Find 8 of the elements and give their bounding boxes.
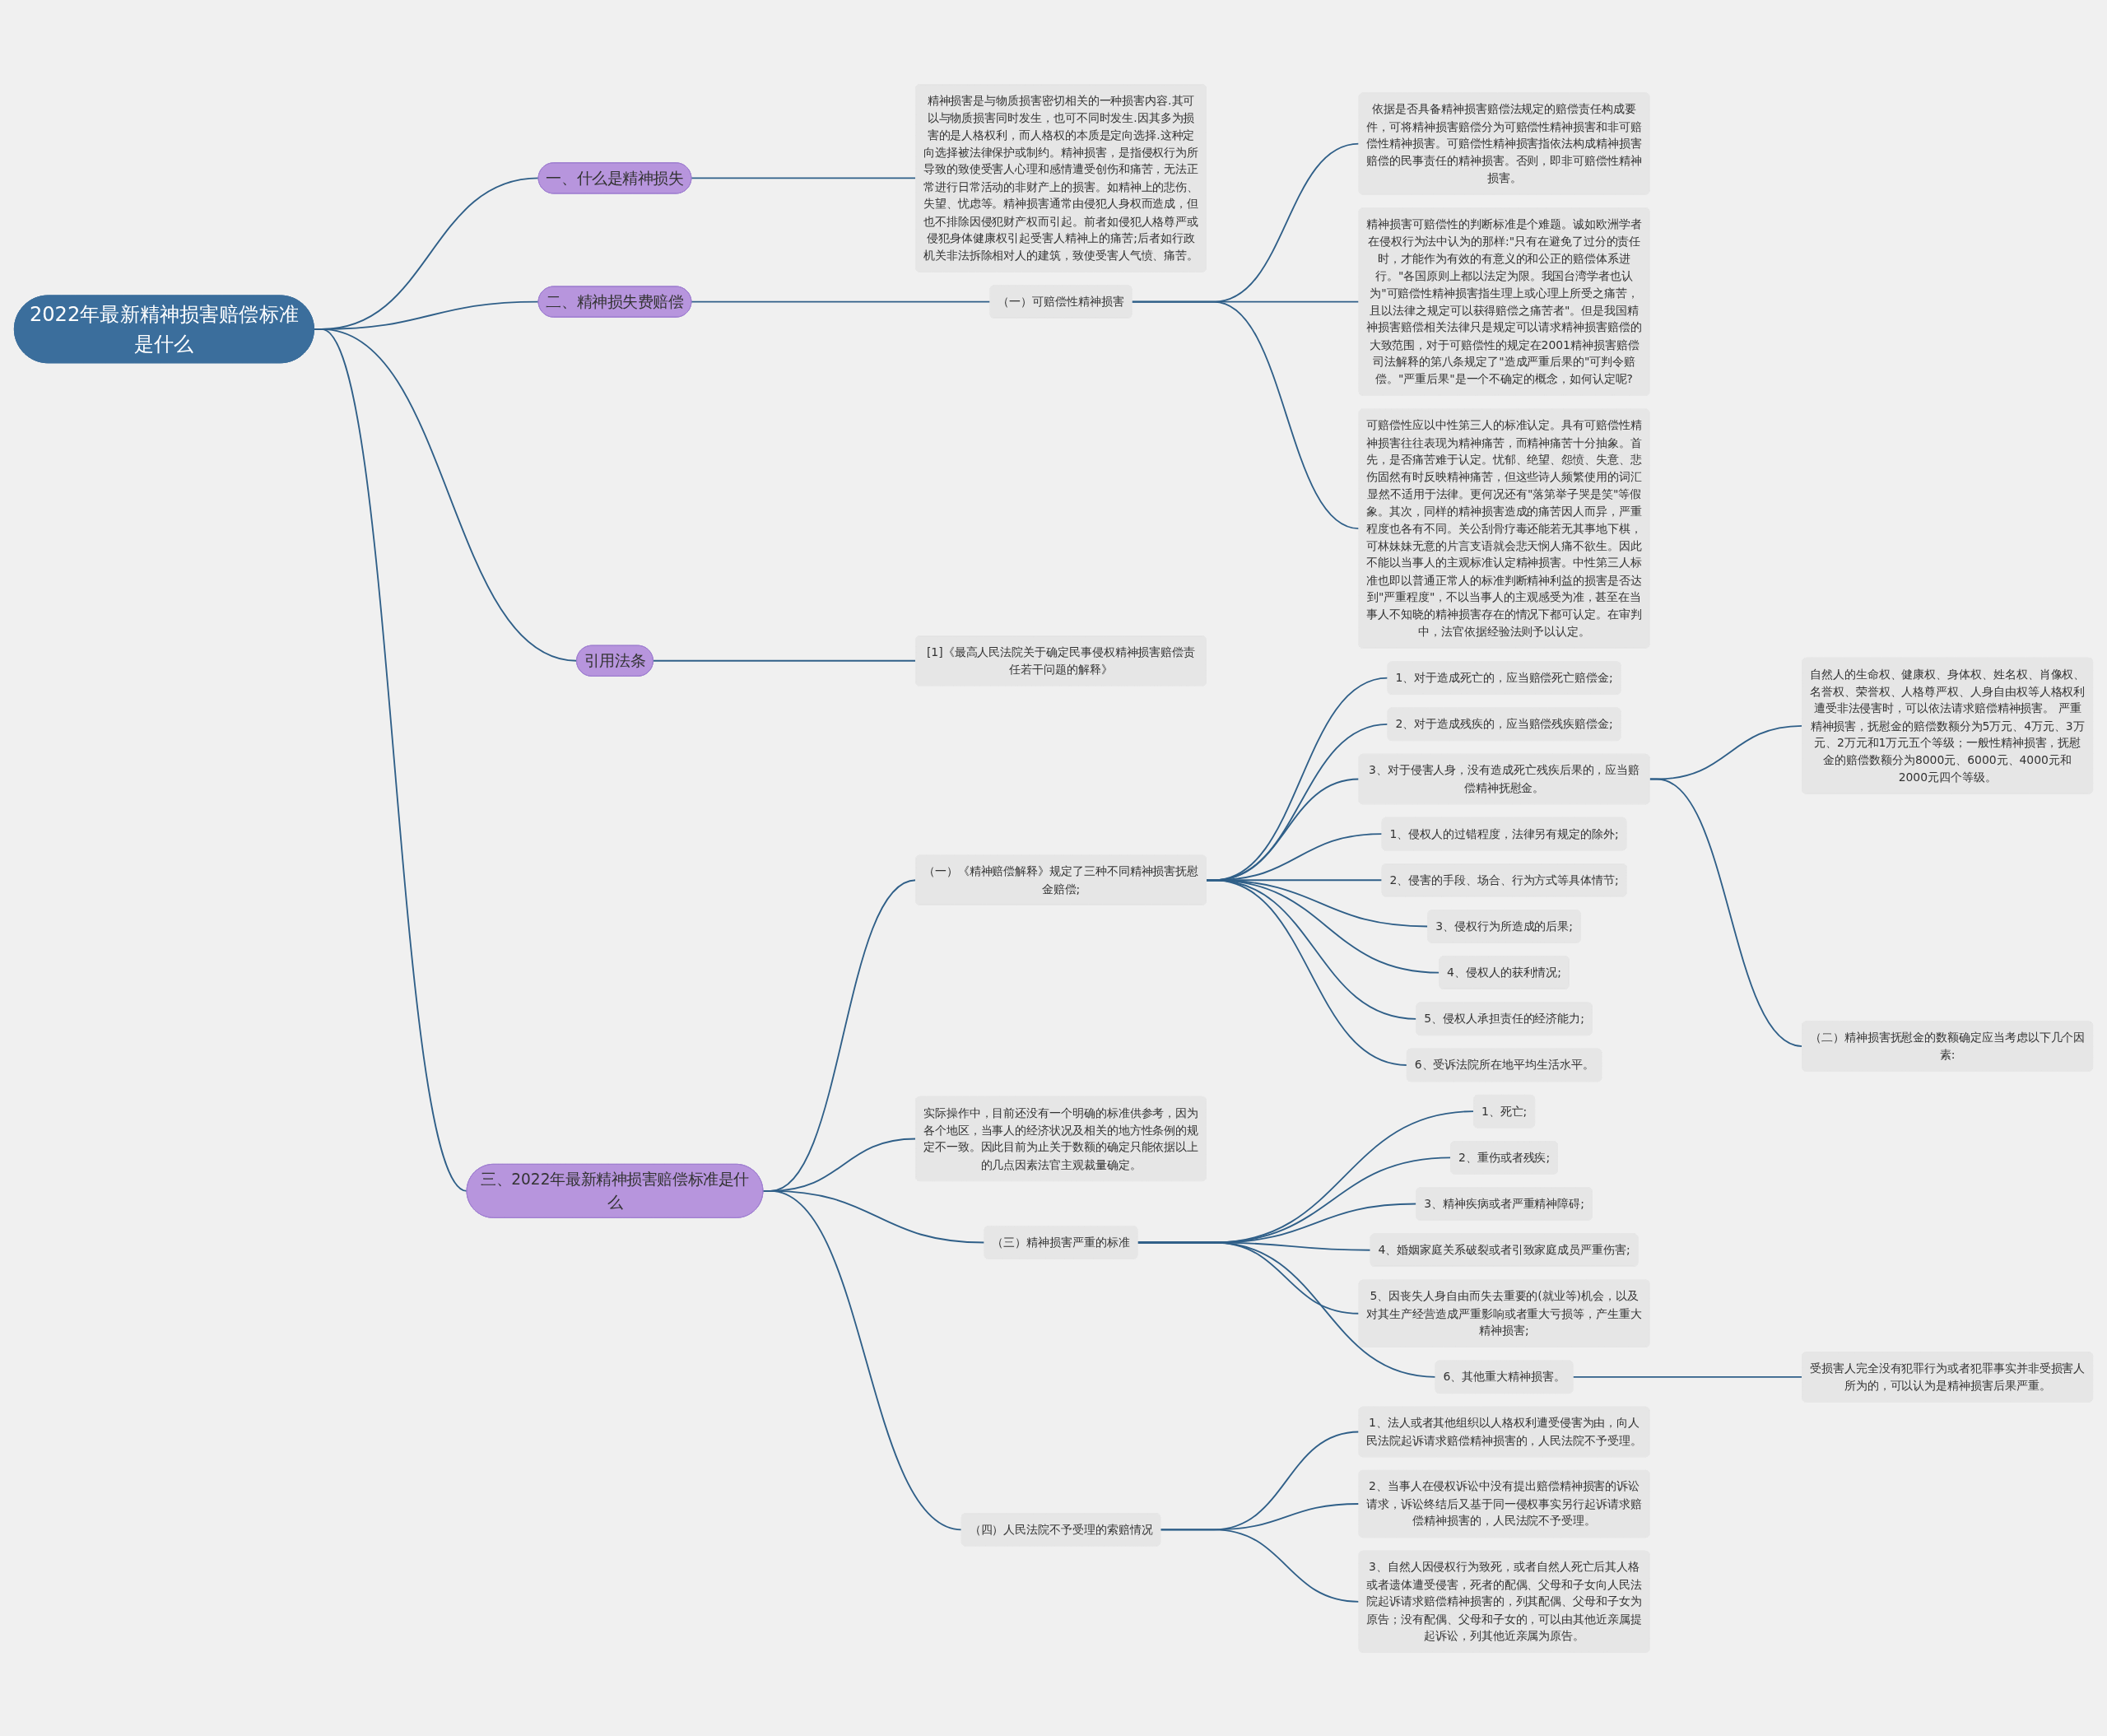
connector — [1572, 1375, 1803, 1378]
connector — [690, 176, 917, 179]
connector — [1649, 778, 1803, 1047]
connector — [1136, 1241, 1437, 1378]
connector — [690, 300, 992, 302]
connector — [1131, 300, 1360, 529]
connector — [652, 659, 917, 662]
connector — [1159, 1528, 1360, 1603]
